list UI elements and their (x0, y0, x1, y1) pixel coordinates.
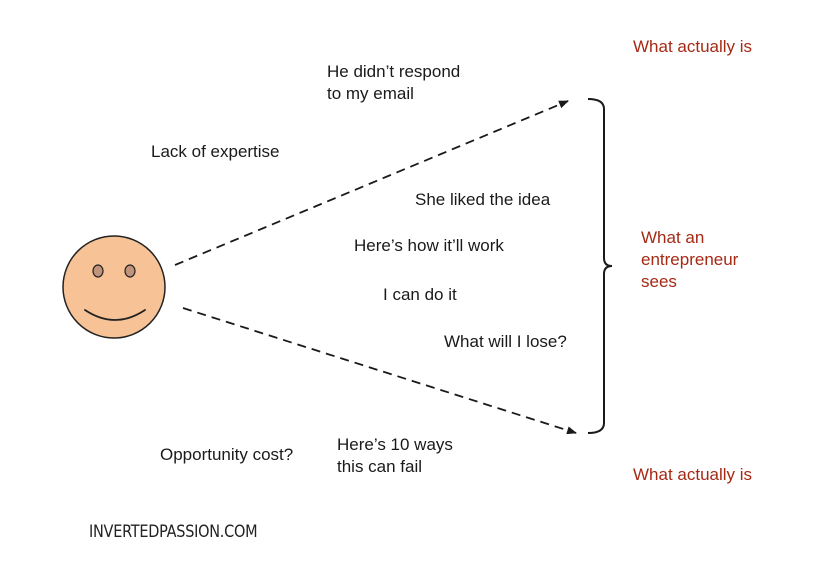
brand-watermark: INVERTEDPASSION.COM (89, 522, 258, 542)
left-eye (92, 264, 104, 278)
label-no-response: He didn’t respond to my email (327, 61, 460, 105)
label-entrepreneur-sees-line1: What an (641, 228, 705, 247)
label-entrepreneur-sees-line3: sees (641, 272, 677, 291)
label-no-response-line1: He didn’t respond (327, 62, 461, 81)
face-circle (62, 235, 166, 339)
smiley-face-icon (62, 235, 166, 339)
label-actually-top: What actually is (633, 37, 753, 56)
smile (84, 309, 146, 321)
label-ten-ways-line2: this can fail (337, 457, 423, 476)
label-liked-idea: She liked the idea (415, 190, 551, 209)
label-opportunity-cost: Opportunity cost? (160, 445, 294, 464)
label-entrepreneur-sees-line2: entrepreneur (641, 250, 739, 269)
label-will-lose: What will I lose? (444, 332, 567, 351)
label-lack-expertise: Lack of expertise (151, 142, 280, 161)
label-no-response-line2: to my email (327, 84, 414, 103)
lower-dashed-arrow (182, 307, 577, 435)
label-ten-ways: Here’s 10 ways this can fail (337, 434, 453, 478)
label-actually-bottom: What actually is (633, 465, 753, 484)
label-entrepreneur-sees: What an entrepreneur sees (641, 227, 738, 293)
curly-brace (587, 98, 613, 434)
label-ten-ways-line1: Here’s 10 ways (337, 435, 453, 454)
right-eye (124, 264, 136, 278)
label-can-do: I can do it (383, 285, 457, 304)
label-how-it-works: Here’s how it’ll work (354, 236, 504, 255)
upper-dashed-arrow (174, 100, 569, 266)
